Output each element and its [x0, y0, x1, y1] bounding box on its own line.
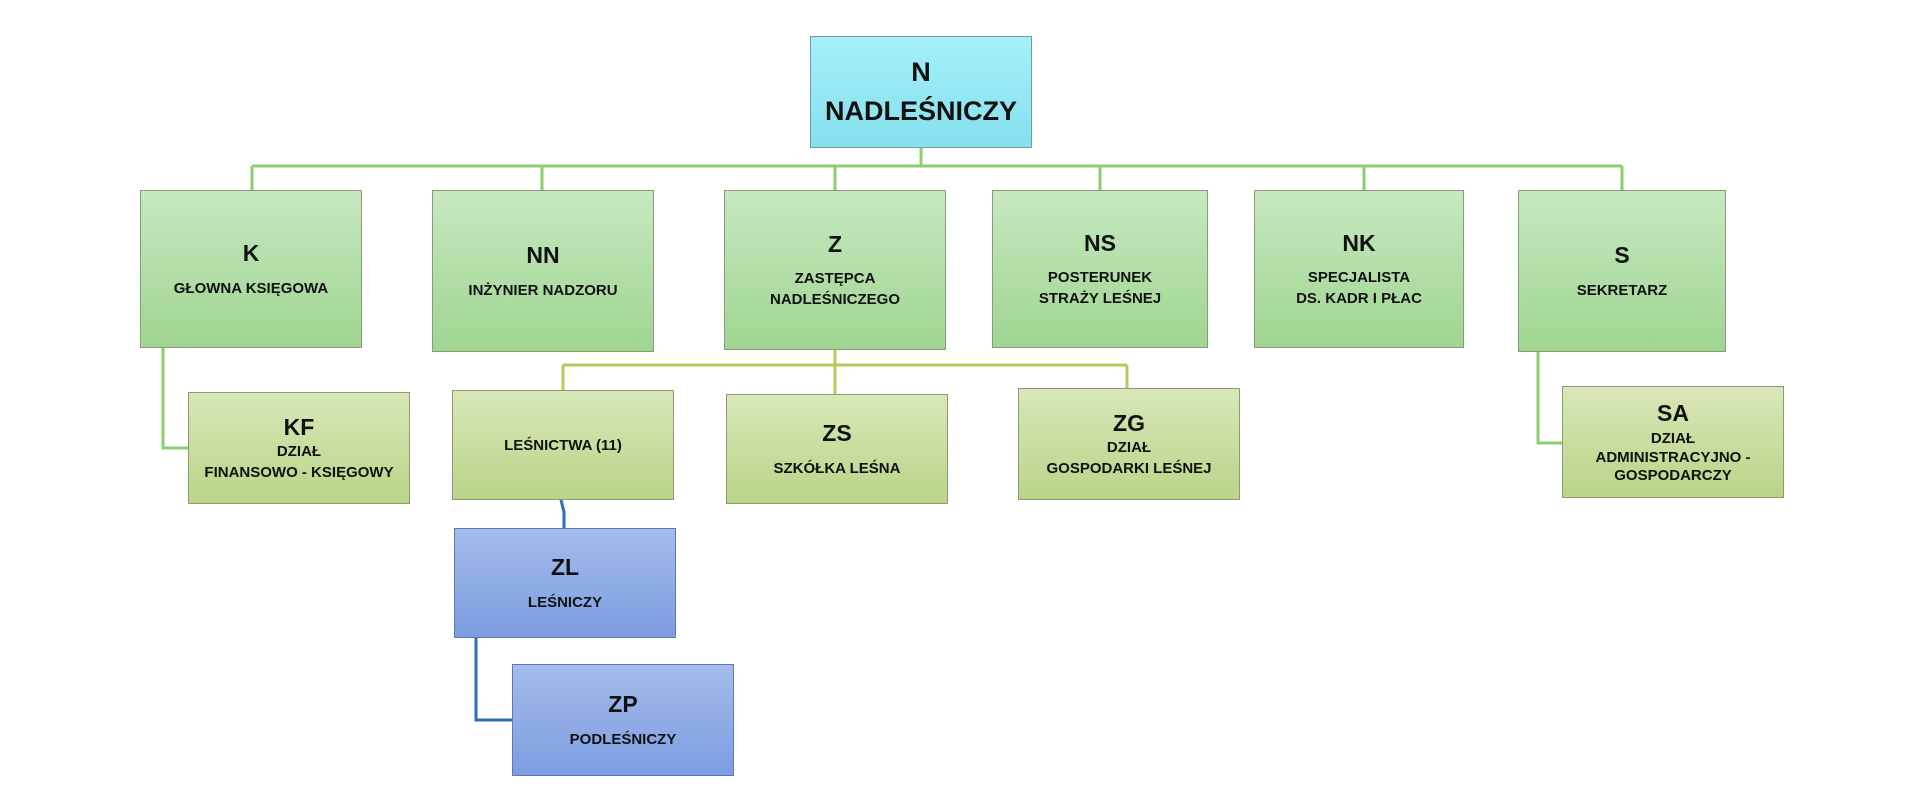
- node-label: DZIAŁ: [276, 443, 322, 461]
- node-label: GŁOWNA KSIĘGOWA: [173, 279, 329, 297]
- node-specjalista-kadr: NK SPECJALISTA DS. KADR I PŁAC: [1254, 190, 1464, 348]
- node-inzynier-nadzoru: NN INŻYNIER NADZORU: [432, 190, 654, 352]
- connector-zl-zp: [474, 638, 512, 722]
- node-szkolka-lesna: ZS SZKÓŁKA LEŚNA: [726, 394, 948, 504]
- node-podlesniczy: ZP PODLEŚNICZY: [512, 664, 734, 776]
- node-code: S: [1614, 242, 1630, 269]
- node-label: ADMINISTRACYJNO -: [1595, 448, 1751, 466]
- node-posterunek-strazy-lesnej: NS POSTERUNEK STRAŻY LEŚNEJ: [992, 190, 1208, 348]
- node-code: NK: [1342, 229, 1376, 256]
- node-code: KF: [283, 413, 315, 440]
- node-code: Z: [827, 230, 843, 257]
- node-code: SA: [1657, 400, 1689, 427]
- node-code: NS: [1084, 229, 1116, 256]
- node-label: POSTERUNEK: [1047, 269, 1153, 287]
- connector-k-kf: [161, 348, 188, 450]
- node-zastepca-nadlesniczego: Z ZASTĘPCA NADLEŚNICZEGO: [724, 190, 946, 350]
- connector-s-sa: [1536, 352, 1562, 445]
- node-nadlesniczy: N NADLEŚNICZY: [810, 36, 1032, 148]
- node-dzial-gospodarki-lesnej: ZG DZIAŁ GOSPODARKI LEŚNEJ: [1018, 388, 1240, 500]
- node-lesnictwa: LEŚNICTWA (11): [452, 390, 674, 500]
- connector-n-bus: [250, 148, 1624, 190]
- node-label: DS. KADR I PŁAC: [1296, 290, 1422, 308]
- node-dzial-administracyjno-gospodarczy: SA DZIAŁ ADMINISTRACYJNO - GOSPODARCZY: [1562, 386, 1784, 498]
- node-code: N: [911, 56, 931, 87]
- node-label: SEKRETARZ: [1576, 281, 1668, 299]
- node-label: FINANSOWO - KSIĘGOWY: [204, 464, 394, 482]
- node-sekretarz: S SEKRETARZ: [1518, 190, 1726, 352]
- node-label: DZIAŁ: [1106, 439, 1152, 457]
- node-code: K: [242, 240, 260, 267]
- node-label: SPECJALISTA: [1307, 269, 1411, 287]
- node-label: NADLEŚNICZEGO: [769, 291, 900, 309]
- node-code: ZG: [1113, 409, 1145, 436]
- node-label: ZASTĘPCA: [794, 270, 876, 288]
- node-label: STRAŻY LEŚNEJ: [1038, 290, 1162, 308]
- node-label: PODLEŚNICZY: [569, 730, 677, 748]
- node-label: SZKÓŁKA LEŚNA: [773, 459, 901, 477]
- node-code: ZL: [550, 554, 580, 581]
- node-glowna-ksiegowa: K GŁOWNA KSIĘGOWA: [140, 190, 362, 348]
- node-label: DZIAŁ: [1650, 429, 1696, 447]
- node-label: NADLEŚNICZY: [824, 96, 1017, 126]
- connector-lesnictwa-zl: [559, 499, 566, 528]
- node-label: INŻYNIER NADZORU: [468, 281, 618, 299]
- node-label: GOSPODARCZY: [1614, 466, 1732, 484]
- node-label: GOSPODARKI LEŚNEJ: [1046, 460, 1212, 478]
- node-lesniczy: ZL LEŚNICZY: [454, 528, 676, 638]
- node-dzial-finansowo-ksiegowy: KF DZIAŁ FINANSOWO - KSIĘGOWY: [188, 392, 410, 504]
- node-label: LEŚNICZY: [527, 593, 603, 611]
- node-label: LEŚNICTWA (11): [504, 436, 622, 454]
- node-code: ZP: [608, 691, 638, 718]
- connector-z-bus: [561, 350, 1129, 394]
- node-code: ZS: [822, 420, 852, 447]
- node-code: NN: [526, 242, 560, 269]
